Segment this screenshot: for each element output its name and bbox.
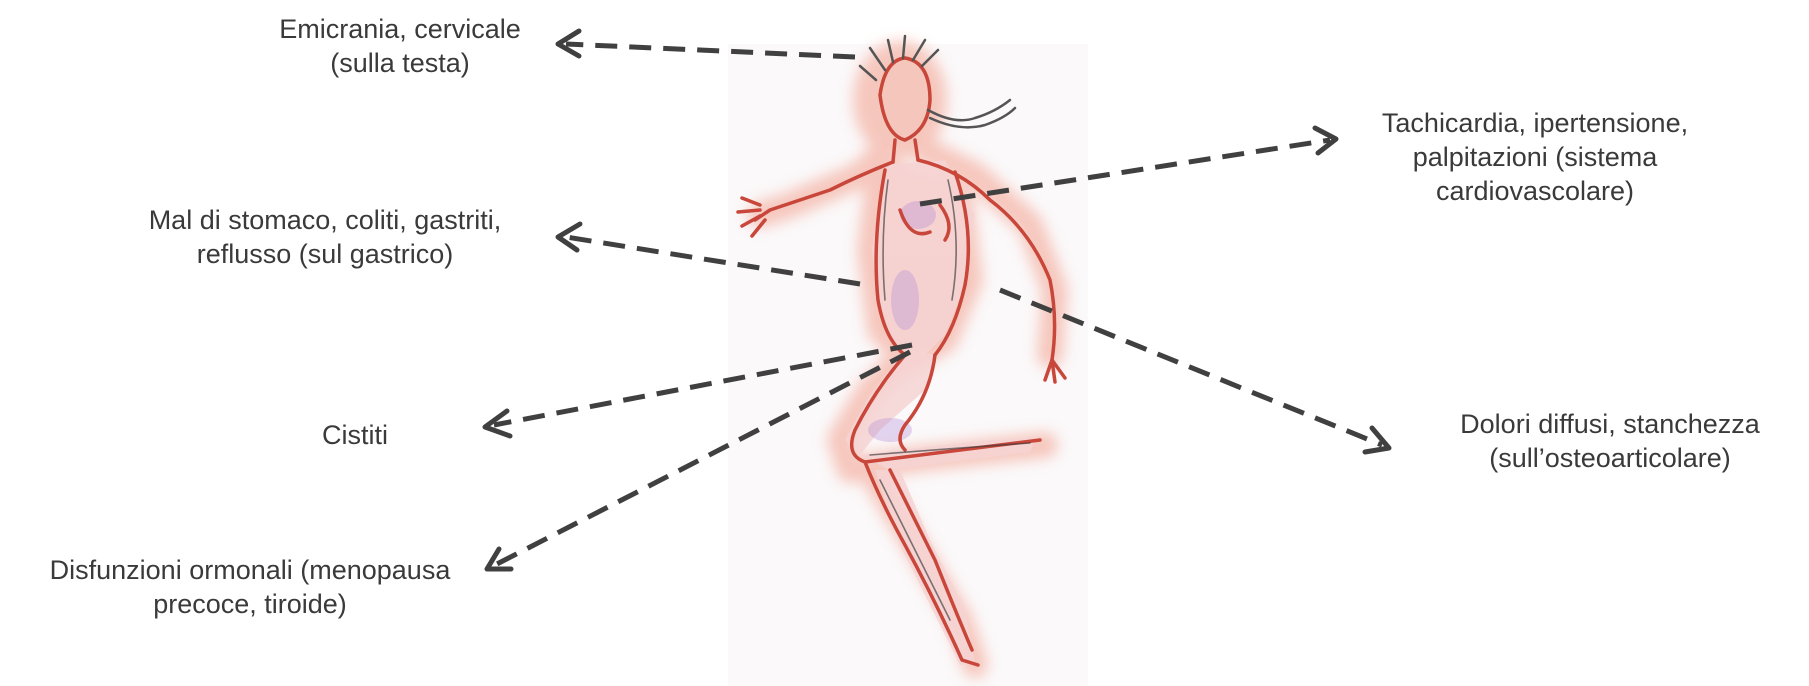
label-stomach: Mal di stomaco, coliti, gastriti, reflus… (100, 203, 550, 271)
label-joints-line1: Dolori diffusi, stanchezza (1420, 407, 1800, 441)
label-heart-line1: Tachicardia, ipertensione, (1335, 106, 1735, 140)
label-joints-line2: (sull’osteoarticolare) (1420, 441, 1800, 475)
label-heart: Tachicardia, ipertensione, palpitazioni … (1335, 106, 1735, 208)
label-head: Emicrania, cervicale (sulla testa) (225, 12, 575, 80)
label-heart-line3: cardiovascolare) (1335, 174, 1735, 208)
body-illustration (728, 36, 1088, 686)
label-bladder: Cistiti (290, 418, 420, 452)
label-head-line1: Emicrania, cervicale (225, 12, 575, 46)
label-stomach-line1: Mal di stomaco, coliti, gastriti, (100, 203, 550, 237)
label-joints: Dolori diffusi, stanchezza (sull’osteoar… (1420, 407, 1800, 475)
label-hormones-line2: precoce, tiroide) (10, 587, 490, 621)
label-hormones: Disfunzioni ormonali (menopausa precoce,… (10, 553, 490, 621)
label-hormones-line1: Disfunzioni ormonali (menopausa (10, 553, 490, 587)
label-heart-line2: palpitazioni (sistema (1335, 140, 1735, 174)
label-bladder-line1: Cistiti (290, 418, 420, 452)
label-stomach-line2: reflusso (sul gastrico) (100, 237, 550, 271)
label-head-line2: (sulla testa) (225, 46, 575, 80)
